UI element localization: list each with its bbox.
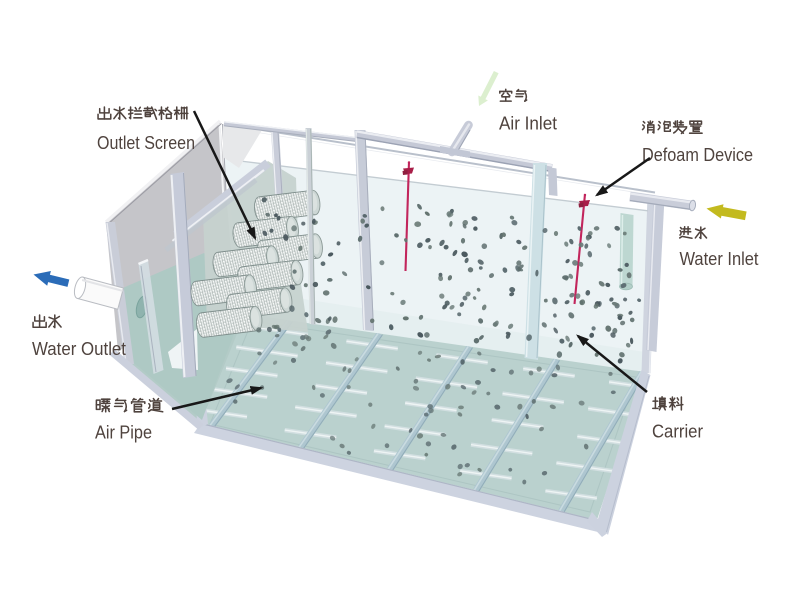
svg-text:Air Inlet: Air Inlet xyxy=(499,113,557,134)
svg-text:Water Outlet: Water Outlet xyxy=(32,338,126,359)
svg-text:Air Pipe: Air Pipe xyxy=(95,422,152,443)
svg-text:Carrier: Carrier xyxy=(652,421,703,442)
svg-text:Defoam Device: Defoam Device xyxy=(642,144,753,165)
svg-text:Outlet Screen: Outlet Screen xyxy=(97,132,195,153)
svg-text:Water Inlet: Water Inlet xyxy=(680,248,759,269)
